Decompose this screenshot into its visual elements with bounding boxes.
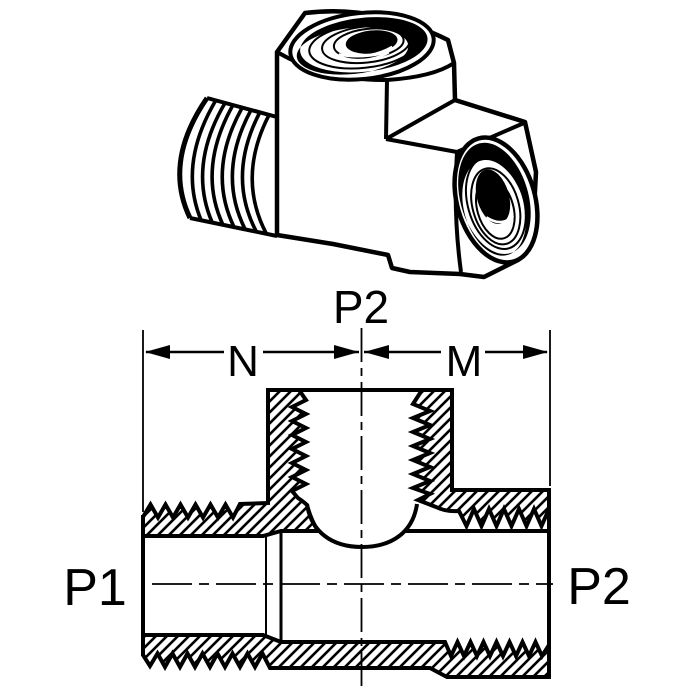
sect-hatch-left [141,388,322,538]
dim-label-n: N [227,337,259,386]
dimension-group [142,330,551,512]
label-p2-right: P2 [567,558,631,616]
label-p2-top: P2 [333,281,389,333]
centerlines [152,328,553,690]
sect-hatch-bottom [141,633,551,679]
dim-arrow-center-right [334,345,359,359]
iso-right-bore-hole [475,169,511,224]
dim-arrow-center-left [364,345,389,359]
sect-hatch-right [407,388,551,531]
dim-arrow-left [145,345,170,359]
section-view: P2 N M P1 P2 [63,281,631,690]
iso-top-port-opening [288,10,436,82]
label-p1-left: P1 [63,559,127,617]
isometric-view [177,8,540,280]
dim-label-m: M [446,337,483,386]
dim-arrow-right [523,345,548,359]
iso-left-male-threads [177,96,278,238]
iso-top-bore-hole [345,30,398,54]
iso-right-port-opening [452,135,540,265]
iso-right-thread-shadow [458,142,531,256]
